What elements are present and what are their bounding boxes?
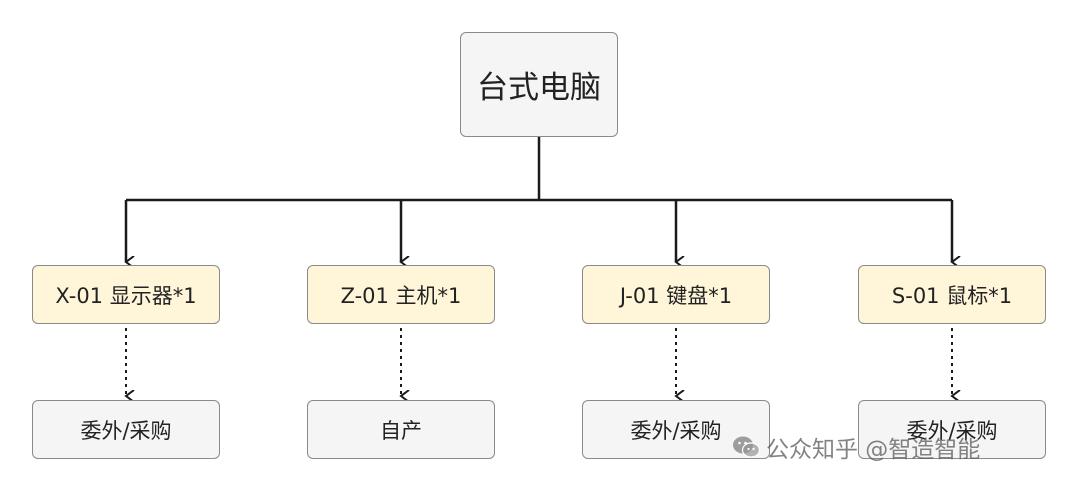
source-node-monitor: 委外/采购 [32,400,220,459]
source-node-host: 自产 [307,400,495,459]
root-node: 台式电脑 [460,32,618,137]
component-node-keyboard: J-01 键盘*1 [582,265,770,324]
source-label: 自产 [380,418,422,443]
component-label: Z-01 主机*1 [340,283,462,308]
source-label: 委外/采购 [80,418,172,443]
component-label: S-01 鼠标*1 [891,283,1013,308]
component-label: J-01 键盘*1 [619,283,733,308]
component-node-mouse: S-01 鼠标*1 [858,265,1046,324]
wechat-icon [733,436,760,458]
component-node-monitor: X-01 显示器*1 [32,265,220,324]
source-label: 委外/采购 [906,418,998,443]
component-label: X-01 显示器*1 [55,283,197,308]
watermark: 公众知乎 @智造智能 [732,430,980,464]
root-label: 台式电脑 [477,70,601,106]
source-node-mouse: 委外/采购 [858,400,1046,459]
component-node-host: Z-01 主机*1 [307,265,495,324]
watermark-text: 公众知乎 @智造智能 [766,437,981,463]
source-label: 委外/采购 [630,418,722,443]
